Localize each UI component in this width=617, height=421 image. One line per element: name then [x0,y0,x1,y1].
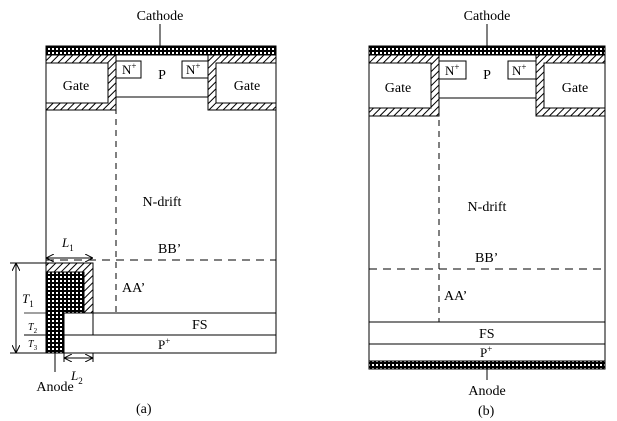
t2-label: T2 [28,322,38,335]
nplus-left [115,60,142,79]
nplus-left-label-b: N+ [445,62,459,78]
bb-label: BB’ [158,242,181,257]
fs-label: FS [192,318,208,333]
gate-right-b [543,62,606,109]
cathode-label-b: Cathode [464,9,511,24]
nplus-left-label: N+ [122,61,136,77]
anode-metal-b [368,360,606,370]
ndrift-label-b: N-drift [468,200,507,215]
l2-label: L2 [70,368,83,386]
device-a: Cathode Gate Gate P N+ N+ N-drift BB’ AA… [10,9,277,417]
p-body-label: P [158,68,166,83]
gate-left-b [368,62,432,109]
fs-layer [92,312,277,336]
gate-right-label-b: Gate [562,81,588,96]
nplus-right-label: N+ [186,61,200,77]
gate-left-label: Gate [63,79,89,94]
nplus-right [181,60,209,79]
ndrift-label: N-drift [143,195,182,210]
p-body-label-b: P [483,68,491,83]
gate-left [45,62,109,104]
gate-left-label-b: Gate [385,81,411,96]
pplus-label: P+ [158,336,170,352]
caption-b: (b) [478,404,495,419]
l1-label: L1 [61,235,74,253]
cathode-metal-b [368,45,606,56]
caption-a: (a) [136,402,152,417]
anode-label-b: Anode [468,384,505,399]
t3-label: T3 [28,339,38,352]
fs-label-b: FS [479,327,495,342]
cathode-metal [45,45,277,56]
gate-right [215,62,277,104]
cathode-label: Cathode [137,9,184,24]
nplus-right-b [507,60,537,80]
nplus-left-b [438,60,467,80]
t1-label: T1 [22,291,34,309]
gate-right-label: Gate [234,79,260,94]
device-b: Cathode Gate Gate P N+ N+ N-drift BB’ AA… [368,9,606,419]
pplus-label-b: P+ [480,344,492,360]
aa-label-b: AA’ [444,289,467,304]
nplus-right-label-b: N+ [512,62,526,78]
aa-label: AA’ [122,281,145,296]
bb-label-b: BB’ [475,251,498,266]
anode-label: Anode [36,380,73,395]
